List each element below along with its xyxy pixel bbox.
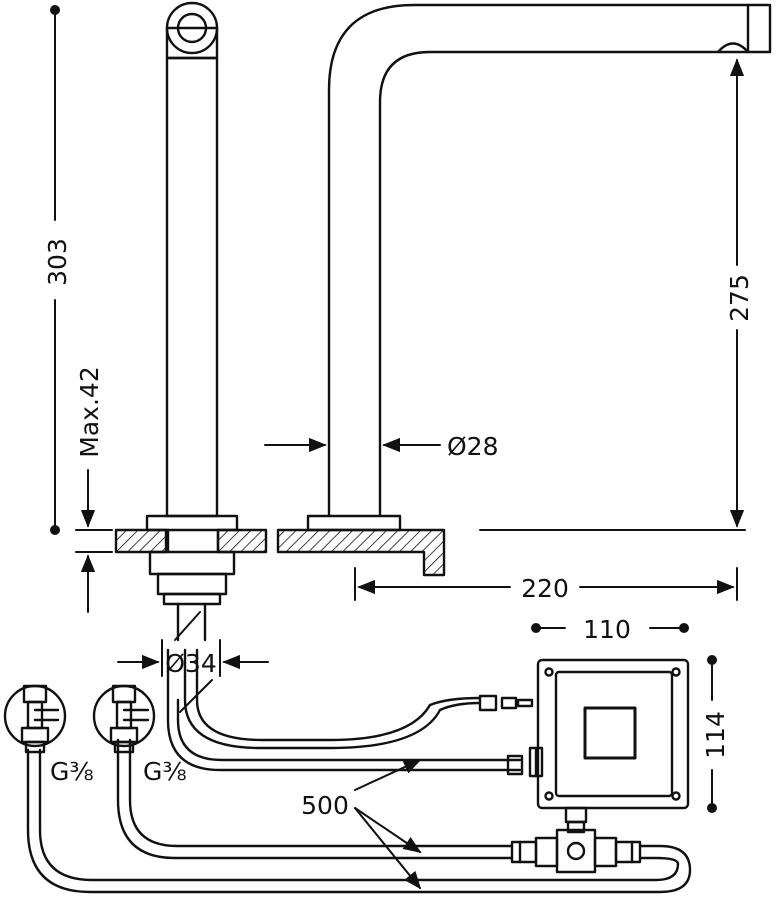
dim-hose-length: 500	[301, 791, 349, 820]
dim-hole-diameter: Ø34	[165, 649, 217, 678]
deck-left	[114, 528, 268, 554]
angle-valve-left	[3, 684, 67, 754]
angle-valve-right	[92, 684, 156, 754]
solenoid-valve	[510, 828, 642, 874]
dim-max-deck: Max.42	[75, 366, 104, 457]
dim-spout-reach: 220	[521, 574, 569, 603]
hoses	[26, 648, 692, 894]
dim-spout-diameter: Ø28	[447, 432, 499, 461]
dim-overall-height: 303	[43, 238, 72, 286]
control-box	[478, 658, 690, 834]
dim-box-width: 110	[583, 615, 631, 644]
connection-label-left: G⅜	[50, 757, 94, 786]
dim-box-height: 114	[701, 711, 730, 759]
dimension-lines	[50, 5, 746, 890]
connection-label-right: G⅜	[143, 757, 187, 786]
dim-spout-height: 275	[725, 274, 754, 322]
deck-right	[276, 528, 446, 577]
spout-front-view	[306, 3, 772, 532]
